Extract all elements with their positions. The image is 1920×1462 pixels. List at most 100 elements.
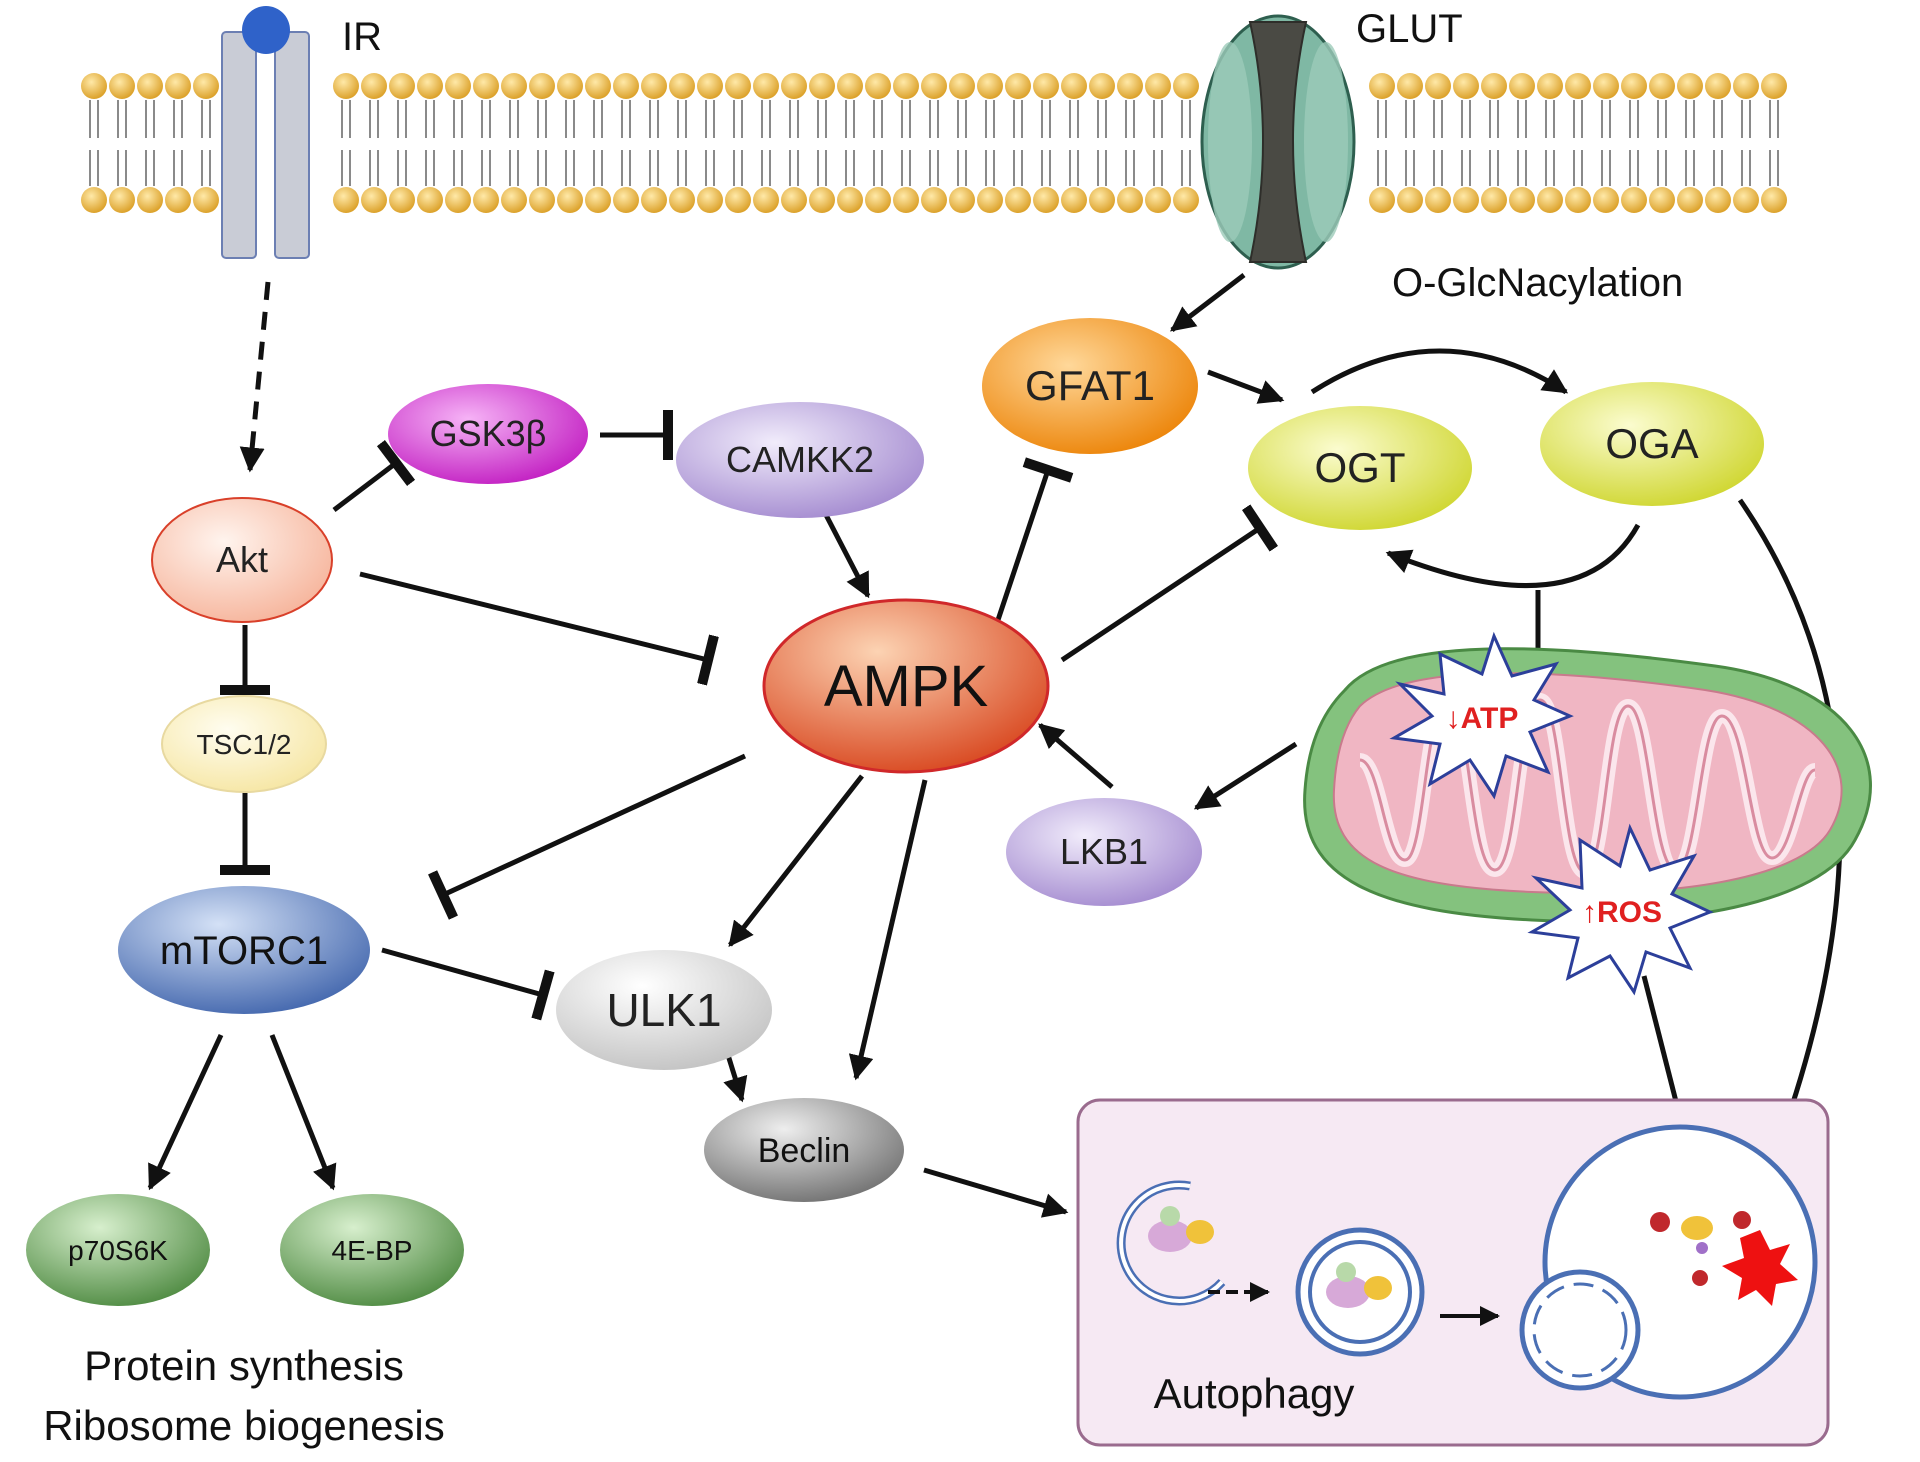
lipid-head: [697, 73, 723, 99]
edge-ampk-beclin: [848, 779, 928, 1081]
edge-ampk-mtorc1: [428, 753, 747, 920]
lipid-head: [781, 187, 807, 213]
edge-gfat1-ogt: [1207, 369, 1285, 404]
lipid-head: [473, 73, 499, 99]
lipid-head: [725, 187, 751, 213]
atp-burst: ↓ATP: [1389, 631, 1574, 800]
lipid-head: [1649, 187, 1675, 213]
edge-mtorc1-p70s6k: [147, 1033, 224, 1191]
node-p70s6k: p70S6K: [26, 1194, 210, 1306]
svg-text:TSC1/2: TSC1/2: [197, 729, 292, 760]
lipid-head: [557, 187, 583, 213]
autophagy-panel: Autophagy: [1076, 1098, 1830, 1447]
lipid-head: [1621, 73, 1647, 99]
lipid-head: [417, 187, 443, 213]
edge-beclin-autophagy: [923, 1167, 1069, 1218]
lipid-head: [1061, 187, 1087, 213]
lipid-head: [837, 73, 863, 99]
edge-mtorc1-ulk1: [381, 947, 555, 1021]
output-label-protein-synthesis: Protein synthesis: [84, 1342, 404, 1389]
edge-lkb1-ampk: [1038, 723, 1114, 789]
lipid-head: [1733, 73, 1759, 99]
lipid-head: [1117, 187, 1143, 213]
lipid-head: [1761, 187, 1787, 213]
lipid-head: [1173, 187, 1199, 213]
lipid-head: [1397, 73, 1423, 99]
lipid-head: [1453, 187, 1479, 213]
lipid-head: [109, 73, 135, 99]
lipid-head: [81, 187, 107, 213]
lipid-head: [1593, 187, 1619, 213]
lipid-head: [1369, 73, 1395, 99]
ros-burst: ↑ROS: [1527, 823, 1714, 996]
edge-akt-ampk: [359, 571, 719, 686]
svg-text:GSK3β: GSK3β: [430, 413, 547, 454]
insulin-receptor: [221, 6, 310, 259]
node-beclin: Beclin: [704, 1098, 904, 1202]
lipid-head: [333, 73, 359, 99]
lipid-head: [753, 73, 779, 99]
lipid-head: [949, 187, 975, 213]
lipid-head: [585, 187, 611, 213]
lipid-head: [1089, 187, 1115, 213]
lipid-head: [1005, 73, 1031, 99]
lipid-head: [725, 73, 751, 99]
lipid-head: [1481, 73, 1507, 99]
lipid-head: [585, 73, 611, 99]
lipid-head: [361, 73, 387, 99]
node-ampk: AMPK: [762, 598, 1050, 774]
edge-atp-lkb1: [1193, 741, 1298, 811]
node-gfat1: GFAT1: [982, 318, 1198, 454]
lipid-head: [865, 73, 891, 99]
svg-text:CAMKK2: CAMKK2: [726, 439, 874, 480]
glut-label: GLUT: [1356, 7, 1463, 51]
lipid-head: [921, 187, 947, 213]
node-ulk1: ULK1: [556, 950, 772, 1070]
lipid-head: [1677, 73, 1703, 99]
lipid-head: [1677, 187, 1703, 213]
lipid-head: [81, 73, 107, 99]
lipid-head: [193, 73, 219, 99]
node-oga: OGA: [1540, 382, 1764, 506]
node-mtorc1: mTORC1: [118, 886, 370, 1014]
lipid-head: [1705, 187, 1731, 213]
autophagy-label: Autophagy: [1154, 1370, 1355, 1417]
lipid-head: [865, 187, 891, 213]
edge-ampk-ulk1: [728, 774, 864, 947]
svg-text:AMPK: AMPK: [824, 654, 989, 719]
lipid-head: [641, 187, 667, 213]
lipid-head: [1033, 73, 1059, 99]
lipid-head: [1033, 187, 1059, 213]
node-camkk2: CAMKK2: [676, 402, 924, 518]
node-lkb1: LKB1: [1006, 798, 1202, 906]
svg-text:Beclin: Beclin: [758, 1132, 851, 1170]
lipid-head: [1593, 73, 1619, 99]
lipid-head: [1733, 187, 1759, 213]
edge-akt-gsk3b: [332, 440, 416, 512]
lipid-head: [165, 73, 191, 99]
lipid-head: [137, 73, 163, 99]
lipid-head: [165, 187, 191, 213]
lipid-head: [1621, 187, 1647, 213]
svg-text:OGT: OGT: [1315, 444, 1406, 491]
lipid-head: [1761, 73, 1787, 99]
edge-ampk-ogt: [1060, 504, 1279, 663]
edge-ampk-gfat1: [995, 457, 1074, 621]
svg-text:GFAT1: GFAT1: [1025, 362, 1155, 409]
lipid-head: [1565, 187, 1591, 213]
o-glcnacylation-label: O-GlcNacylation: [1392, 261, 1683, 305]
lipid-head: [613, 187, 639, 213]
phagophore: [1116, 1180, 1226, 1306]
lipid-head: [1145, 73, 1171, 99]
lipid-head: [1173, 73, 1199, 99]
lipid-head: [837, 187, 863, 213]
lipid-head: [1061, 73, 1087, 99]
lipid-head: [1005, 187, 1031, 213]
lipid-head: [1537, 187, 1563, 213]
lipid-head: [1397, 187, 1423, 213]
edge-ogt-oga: [1310, 348, 1569, 395]
lipid-head: [809, 187, 835, 213]
lipid-head: [1145, 187, 1171, 213]
cell-membrane: [81, 73, 1787, 213]
svg-text:mTORC1: mTORC1: [160, 929, 328, 973]
